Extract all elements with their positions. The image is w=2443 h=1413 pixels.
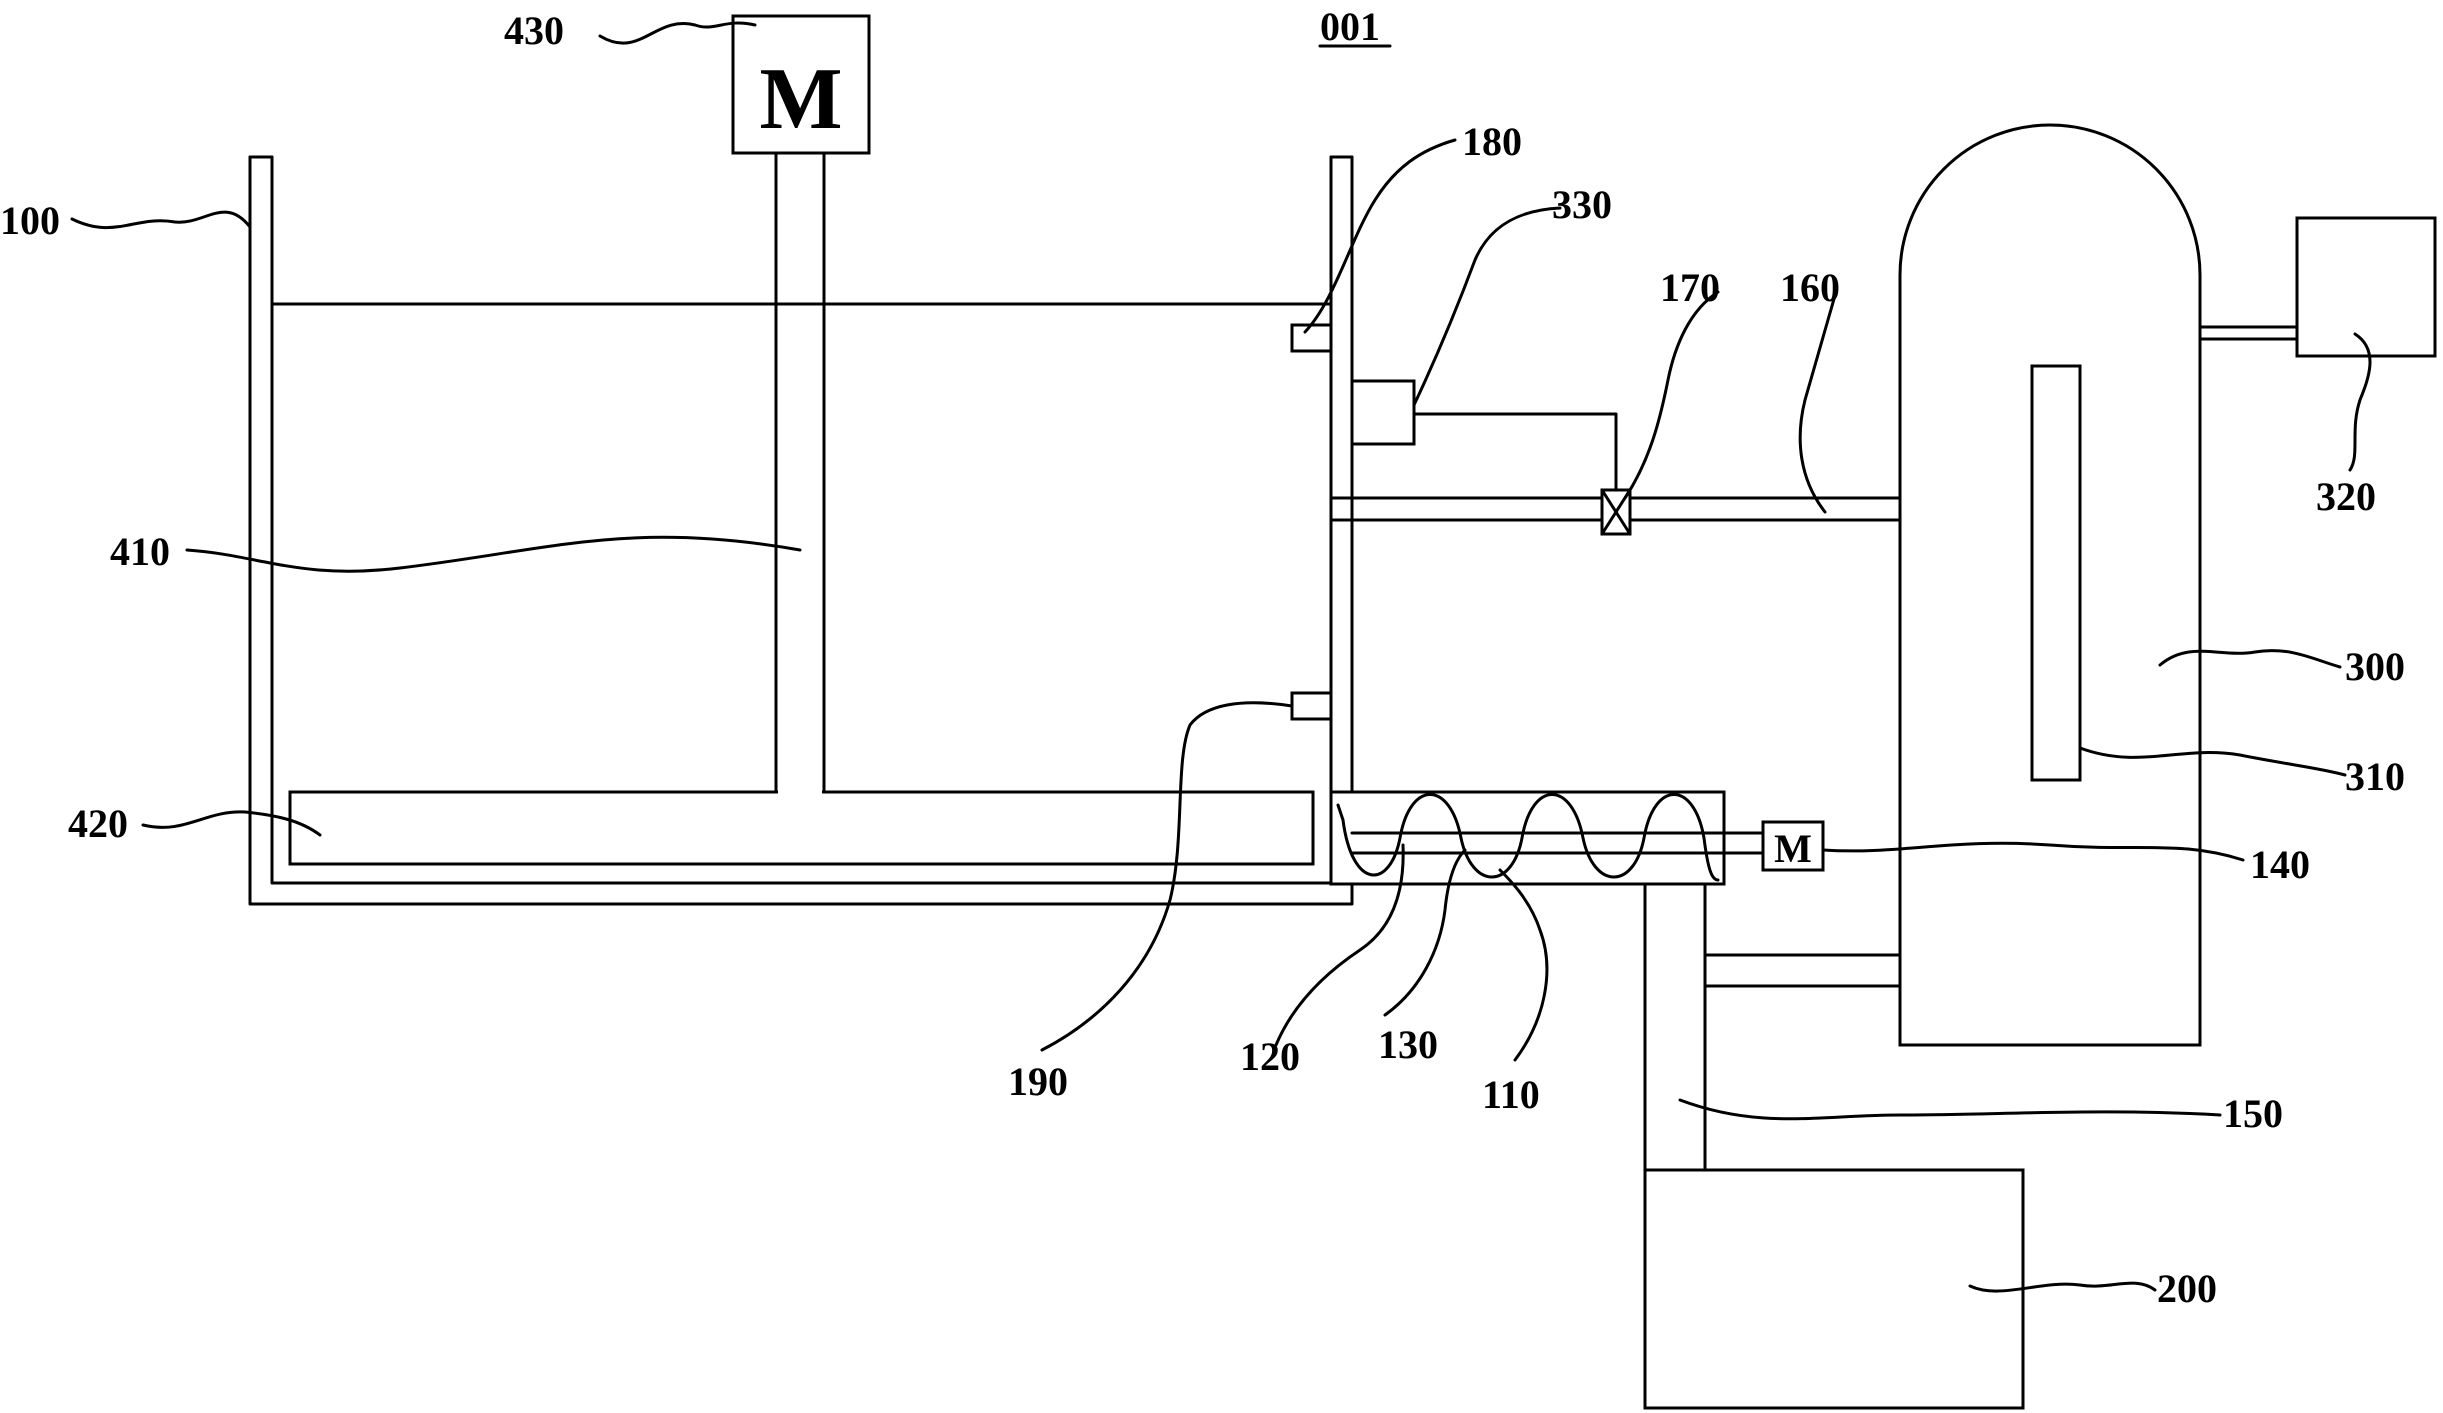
label-310: 310 [2345, 754, 2405, 799]
collection-box-200 [1643, 1168, 2025, 1410]
controller-signal-line [1412, 412, 1618, 494]
label-200: 200 [2157, 1266, 2217, 1311]
figure-id-label: 001 [1320, 4, 1380, 49]
label-100: 100 [0, 198, 60, 243]
label-420: 420 [68, 801, 128, 846]
discharge-pipe-150 [1643, 882, 1707, 1172]
power-unit-320 [2295, 216, 2437, 358]
leader-310 [2078, 746, 2347, 777]
label-140: 140 [2250, 842, 2310, 887]
label-110: 110 [1482, 1072, 1540, 1117]
screw-blade-130 [1336, 793, 1720, 882]
screw-motor-140 [1761, 820, 1825, 872]
leader-180 [1303, 138, 1457, 334]
leader-410 [185, 535, 802, 573]
leader-160 [1798, 290, 1838, 514]
screw-motor-symbol: M [1774, 826, 1812, 871]
leader-100 [70, 210, 252, 229]
leader-200 [1968, 1281, 2157, 1293]
label-430: 430 [504, 8, 564, 53]
label-150: 150 [2223, 1091, 2283, 1136]
leader-190 [1040, 701, 1294, 1052]
valve-170 [1600, 488, 1632, 536]
leader-170 [1623, 290, 1720, 500]
leader-150 [1678, 1098, 2222, 1121]
leader-320 [2348, 332, 2372, 472]
label-160: 160 [1780, 265, 1840, 310]
stirring-motor-symbol: M [759, 51, 842, 148]
sensor-190 [1290, 691, 1333, 721]
screw-shaft-120 [1350, 831, 1765, 855]
screw-conveyor-110 [1329, 790, 1765, 886]
label-410: 410 [110, 529, 170, 574]
leader-120 [1274, 843, 1405, 1047]
label-320: 320 [2316, 474, 2376, 519]
leader-420 [141, 810, 322, 837]
leader-430 [598, 21, 757, 45]
leader-130 [1383, 848, 1467, 1017]
label-120: 120 [1240, 1034, 1300, 1079]
controller-330 [1350, 379, 1416, 446]
label-130: 130 [1378, 1022, 1438, 1067]
stirring-shaft-410 [774, 151, 826, 794]
leader-330 [1412, 206, 1562, 407]
power-connection [2198, 325, 2299, 341]
label-170: 170 [1660, 265, 1720, 310]
sensor-180 [1290, 323, 1333, 353]
stirring-motor-430 [731, 14, 871, 155]
leader-140 [1821, 841, 2245, 862]
electrode-310 [2030, 364, 2082, 782]
label-190: 190 [1008, 1059, 1068, 1104]
leader-300 [2158, 649, 2342, 669]
label-330: 330 [1552, 182, 1612, 227]
connecting-pipe [1703, 953, 1902, 988]
stirring-paddle-420 [288, 790, 1315, 866]
label-180: 180 [1462, 119, 1522, 164]
leader-110 [1498, 868, 1549, 1062]
label-300: 300 [2345, 644, 2405, 689]
